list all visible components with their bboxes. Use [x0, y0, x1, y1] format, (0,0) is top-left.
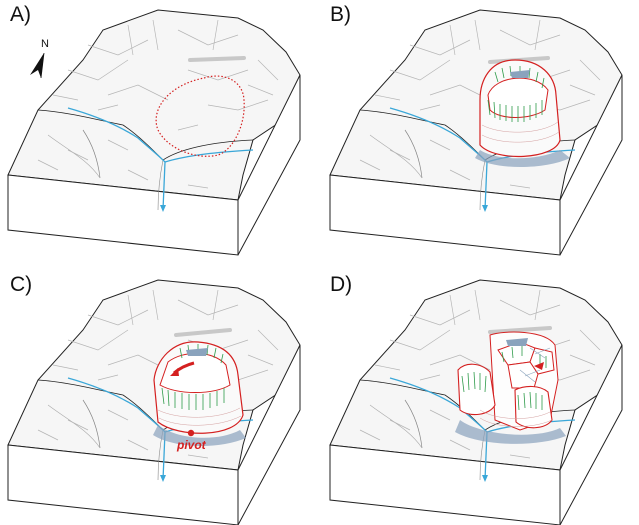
panel-label-d: D) — [330, 274, 352, 295]
terrain-block-a — [8, 0, 308, 255]
panel-c: C) pivot — [8, 270, 308, 525]
panel-b: B) — [330, 0, 630, 255]
panel-label-a: A) — [10, 4, 31, 25]
pivot-dot — [188, 430, 194, 436]
panel-label-c: C) — [10, 274, 32, 295]
terrain-block-d — [330, 270, 630, 525]
pivot-label: pivot — [177, 438, 206, 452]
terrain-block-c — [8, 270, 308, 525]
panel-a: A) N — [8, 0, 308, 255]
north-label: N — [41, 38, 49, 50]
panel-d: D) — [330, 270, 630, 525]
panel-label-b: B) — [330, 4, 351, 25]
terrain-block-b — [330, 0, 630, 255]
scarp-strip — [190, 58, 244, 60]
